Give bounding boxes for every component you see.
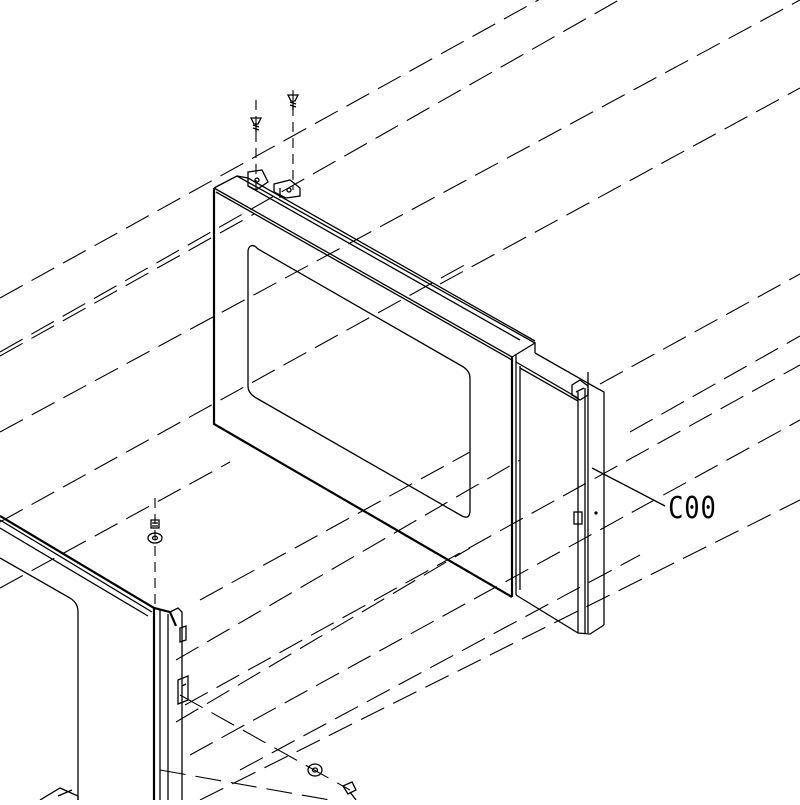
screw-icon (342, 781, 357, 801)
callout: C00 (591, 467, 717, 526)
washer-icon (307, 763, 323, 777)
washer-icon (147, 532, 163, 544)
screw-icon (249, 117, 263, 132)
second-door-assembly (0, 515, 189, 801)
screw-icon (150, 519, 160, 529)
door-assembly (212, 169, 605, 635)
screw-icon (286, 94, 300, 110)
callout-label: C00 (668, 490, 717, 526)
